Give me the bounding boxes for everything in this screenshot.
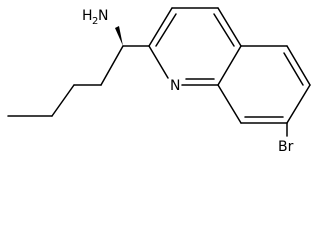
stereo-wedge-bond	[115, 26, 123, 46]
chain-bond-4	[100, 45, 124, 86]
chain-bond-2	[51, 84, 75, 117]
ring-bond-c2-c3-inner	[155, 13, 177, 47]
ring-bond-c4a-c8a	[217, 45, 242, 86]
ring-bond-c8-c8a	[217, 84, 242, 124]
amine-subscript-label: 2	[92, 16, 98, 27]
alkyl-chain	[7, 45, 124, 117]
ring-bond-c5-c6	[286, 45, 311, 86]
ring-nitrogen-label: N	[170, 78, 180, 94]
ring-bond-n1-c2	[148, 45, 169, 79]
amine-group-label: H 2 N	[82, 8, 108, 27]
amine-n-label: N	[98, 8, 108, 24]
bromine-label: Br	[278, 139, 294, 155]
amine-h-label: H	[82, 8, 93, 24]
ring-bond-c6-c7	[286, 84, 311, 124]
molecule-structure-diagram: H 2 N N Br	[7, 7, 311, 155]
pyridine-ring	[148, 7, 242, 86]
ring-bond-c4-c4a-inner	[213, 13, 235, 47]
ring-bond-c2-c3	[148, 7, 173, 47]
benzene-ring	[217, 45, 311, 124]
ring-bond-c5-c6-inner	[283, 52, 304, 86]
ring-bond-c4-c4a	[217, 7, 242, 47]
